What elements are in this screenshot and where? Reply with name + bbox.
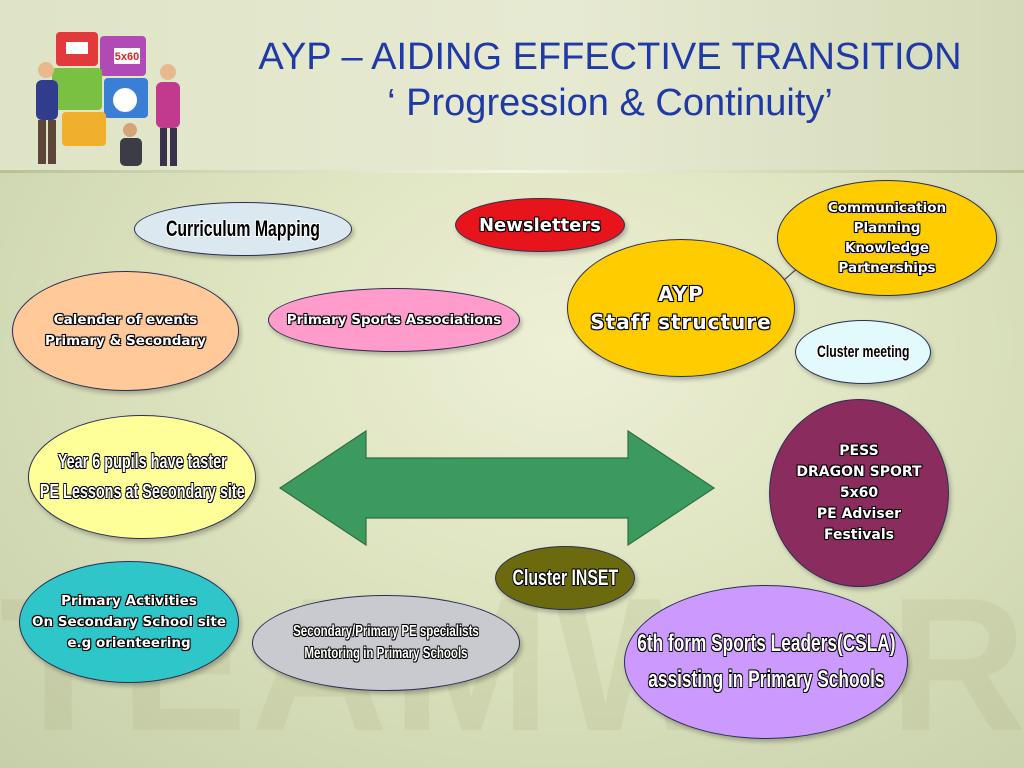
bubble-curriculum-mapping: Curriculum Mapping — [134, 202, 352, 256]
bubble-line: Festivals — [823, 526, 894, 543]
bubble-year6-taster: Year 6 pupils have taster PE Lessons at … — [28, 415, 256, 539]
title-line-2: ‘ Progression & Continuity’ — [387, 82, 833, 124]
bubble-calendar-text: Calender of events Primary & Secondary — [45, 310, 206, 352]
bubble-pess: PESS DRAGON SPORT 5x60 PE Adviser Festiv… — [769, 399, 949, 587]
bubble-pe-specialists: Secondary/Primary PE specialists Mentori… — [252, 595, 520, 691]
bubble-primary-activities-text: Primary Activities On Secondary School s… — [32, 591, 226, 654]
bubble-cluster-meeting: Cluster meeting — [795, 320, 931, 384]
bubble-line: Primary Sports Associations — [286, 312, 502, 328]
bubble-cluster-meeting-text: Cluster meeting — [817, 342, 910, 362]
bubble-year6-text: Year 6 pupils have taster PE Lessons at … — [40, 447, 245, 507]
person-right-body — [156, 82, 180, 128]
bubble-line: Primary Activities — [61, 592, 197, 609]
person-left-body — [36, 80, 58, 120]
bubble-pess-text: PESS DRAGON SPORT 5x60 PE Adviser Festiv… — [796, 441, 921, 546]
bubble-line: 5x60 — [839, 484, 879, 501]
puzzle-mini-label — [66, 42, 88, 54]
puzzle-badge-label — [114, 48, 140, 64]
bubble-line: Curriculum Mapping — [165, 216, 320, 241]
bubble-line: DRAGON SPORT — [796, 463, 922, 480]
teamwork-puzzle-icon: 5x60 — [36, 32, 180, 166]
person-right-head — [160, 64, 176, 80]
puzzle-piece-orange — [62, 112, 106, 146]
bubble-associations-text: Primary Sports Associations — [287, 312, 502, 328]
double-arrow-shape — [278, 429, 716, 547]
header-divider — [0, 170, 1024, 173]
bubble-cluster-inset-text: Cluster INSET — [512, 565, 618, 591]
bubble-line: Newsletters — [478, 214, 601, 236]
bubble-line: PE Adviser — [816, 505, 902, 522]
bubble-communication: Communication Planning Knowledge Partner… — [777, 180, 997, 296]
bubble-line: On Secondary School site — [32, 613, 226, 630]
bubble-line: Year 6 pupils have taster — [57, 451, 227, 473]
bubble-newsletters: Newsletters — [455, 198, 625, 252]
bubble-line: Mentoring in Primary Schools — [304, 645, 468, 662]
bubble-cluster-inset: Cluster INSET — [495, 546, 635, 610]
bubble-sports-leaders-text: 6th form Sports Leaders(CSLA) assisting … — [637, 626, 895, 698]
bubble-line: Planning — [853, 220, 921, 236]
double-arrow-icon — [278, 429, 716, 547]
person-left-leg — [38, 120, 46, 164]
bubble-primary-activities: Primary Activities On Secondary School s… — [19, 561, 239, 683]
person-bottom-head — [123, 123, 137, 137]
bubble-line: Staff structure — [590, 310, 772, 334]
bubble-ayp-text: AYP Staff structure — [590, 280, 771, 336]
bubble-line: Cluster meeting — [816, 342, 910, 361]
bubble-sports-leaders: 6th form Sports Leaders(CSLA) assisting … — [624, 585, 908, 739]
bubble-newsletters-text: Newsletters — [479, 215, 601, 236]
bubble-line: Communication — [827, 200, 947, 216]
person-right-leg — [160, 128, 167, 166]
person-bottom-body — [120, 138, 142, 166]
title-line-1: AYP – AIDING EFFECTIVE TRANSITION — [258, 36, 962, 78]
bubble-curriculum-mapping-text: Curriculum Mapping — [166, 216, 320, 242]
bubble-calendar-events: Calender of events Primary & Secondary — [12, 271, 239, 391]
bubble-line: Secondary/Primary PE specialists — [293, 623, 479, 640]
bubble-specialists-text: Secondary/Primary PE specialists Mentori… — [293, 621, 479, 665]
puzzle-piece-green — [52, 68, 102, 110]
person-left-head — [38, 62, 54, 78]
bubble-line: Knowledge — [844, 240, 930, 256]
bubble-line: assisting in Primary Schools — [647, 666, 885, 693]
bubble-sports-associations: Primary Sports Associations — [268, 288, 520, 352]
bubble-line: AYP — [658, 282, 704, 306]
person-right-leg — [170, 128, 177, 166]
bubble-communication-text: Communication Planning Knowledge Partner… — [828, 198, 946, 278]
bubble-line: Calender of events — [53, 312, 198, 328]
bubble-line: 6th form Sports Leaders(CSLA) — [636, 630, 896, 657]
logo-badge-text: 5x60 — [115, 51, 139, 63]
bubble-line: Partnerships — [838, 260, 936, 276]
bubble-line: PE Lessons at Secondary site — [39, 481, 245, 503]
bubble-line: Primary & Secondary — [45, 333, 206, 349]
puzzle-badge-circle — [113, 88, 137, 112]
slide-title: AYP – AIDING EFFECTIVE TRANSITION ‘ Prog… — [230, 34, 990, 126]
person-left-leg — [48, 120, 56, 164]
bubble-ayp-staff-structure: AYP Staff structure — [567, 239, 795, 377]
bubble-line: e.g orienteering — [67, 634, 191, 651]
bubble-line: Cluster INSET — [512, 565, 618, 590]
bubble-line: PESS — [839, 442, 879, 459]
